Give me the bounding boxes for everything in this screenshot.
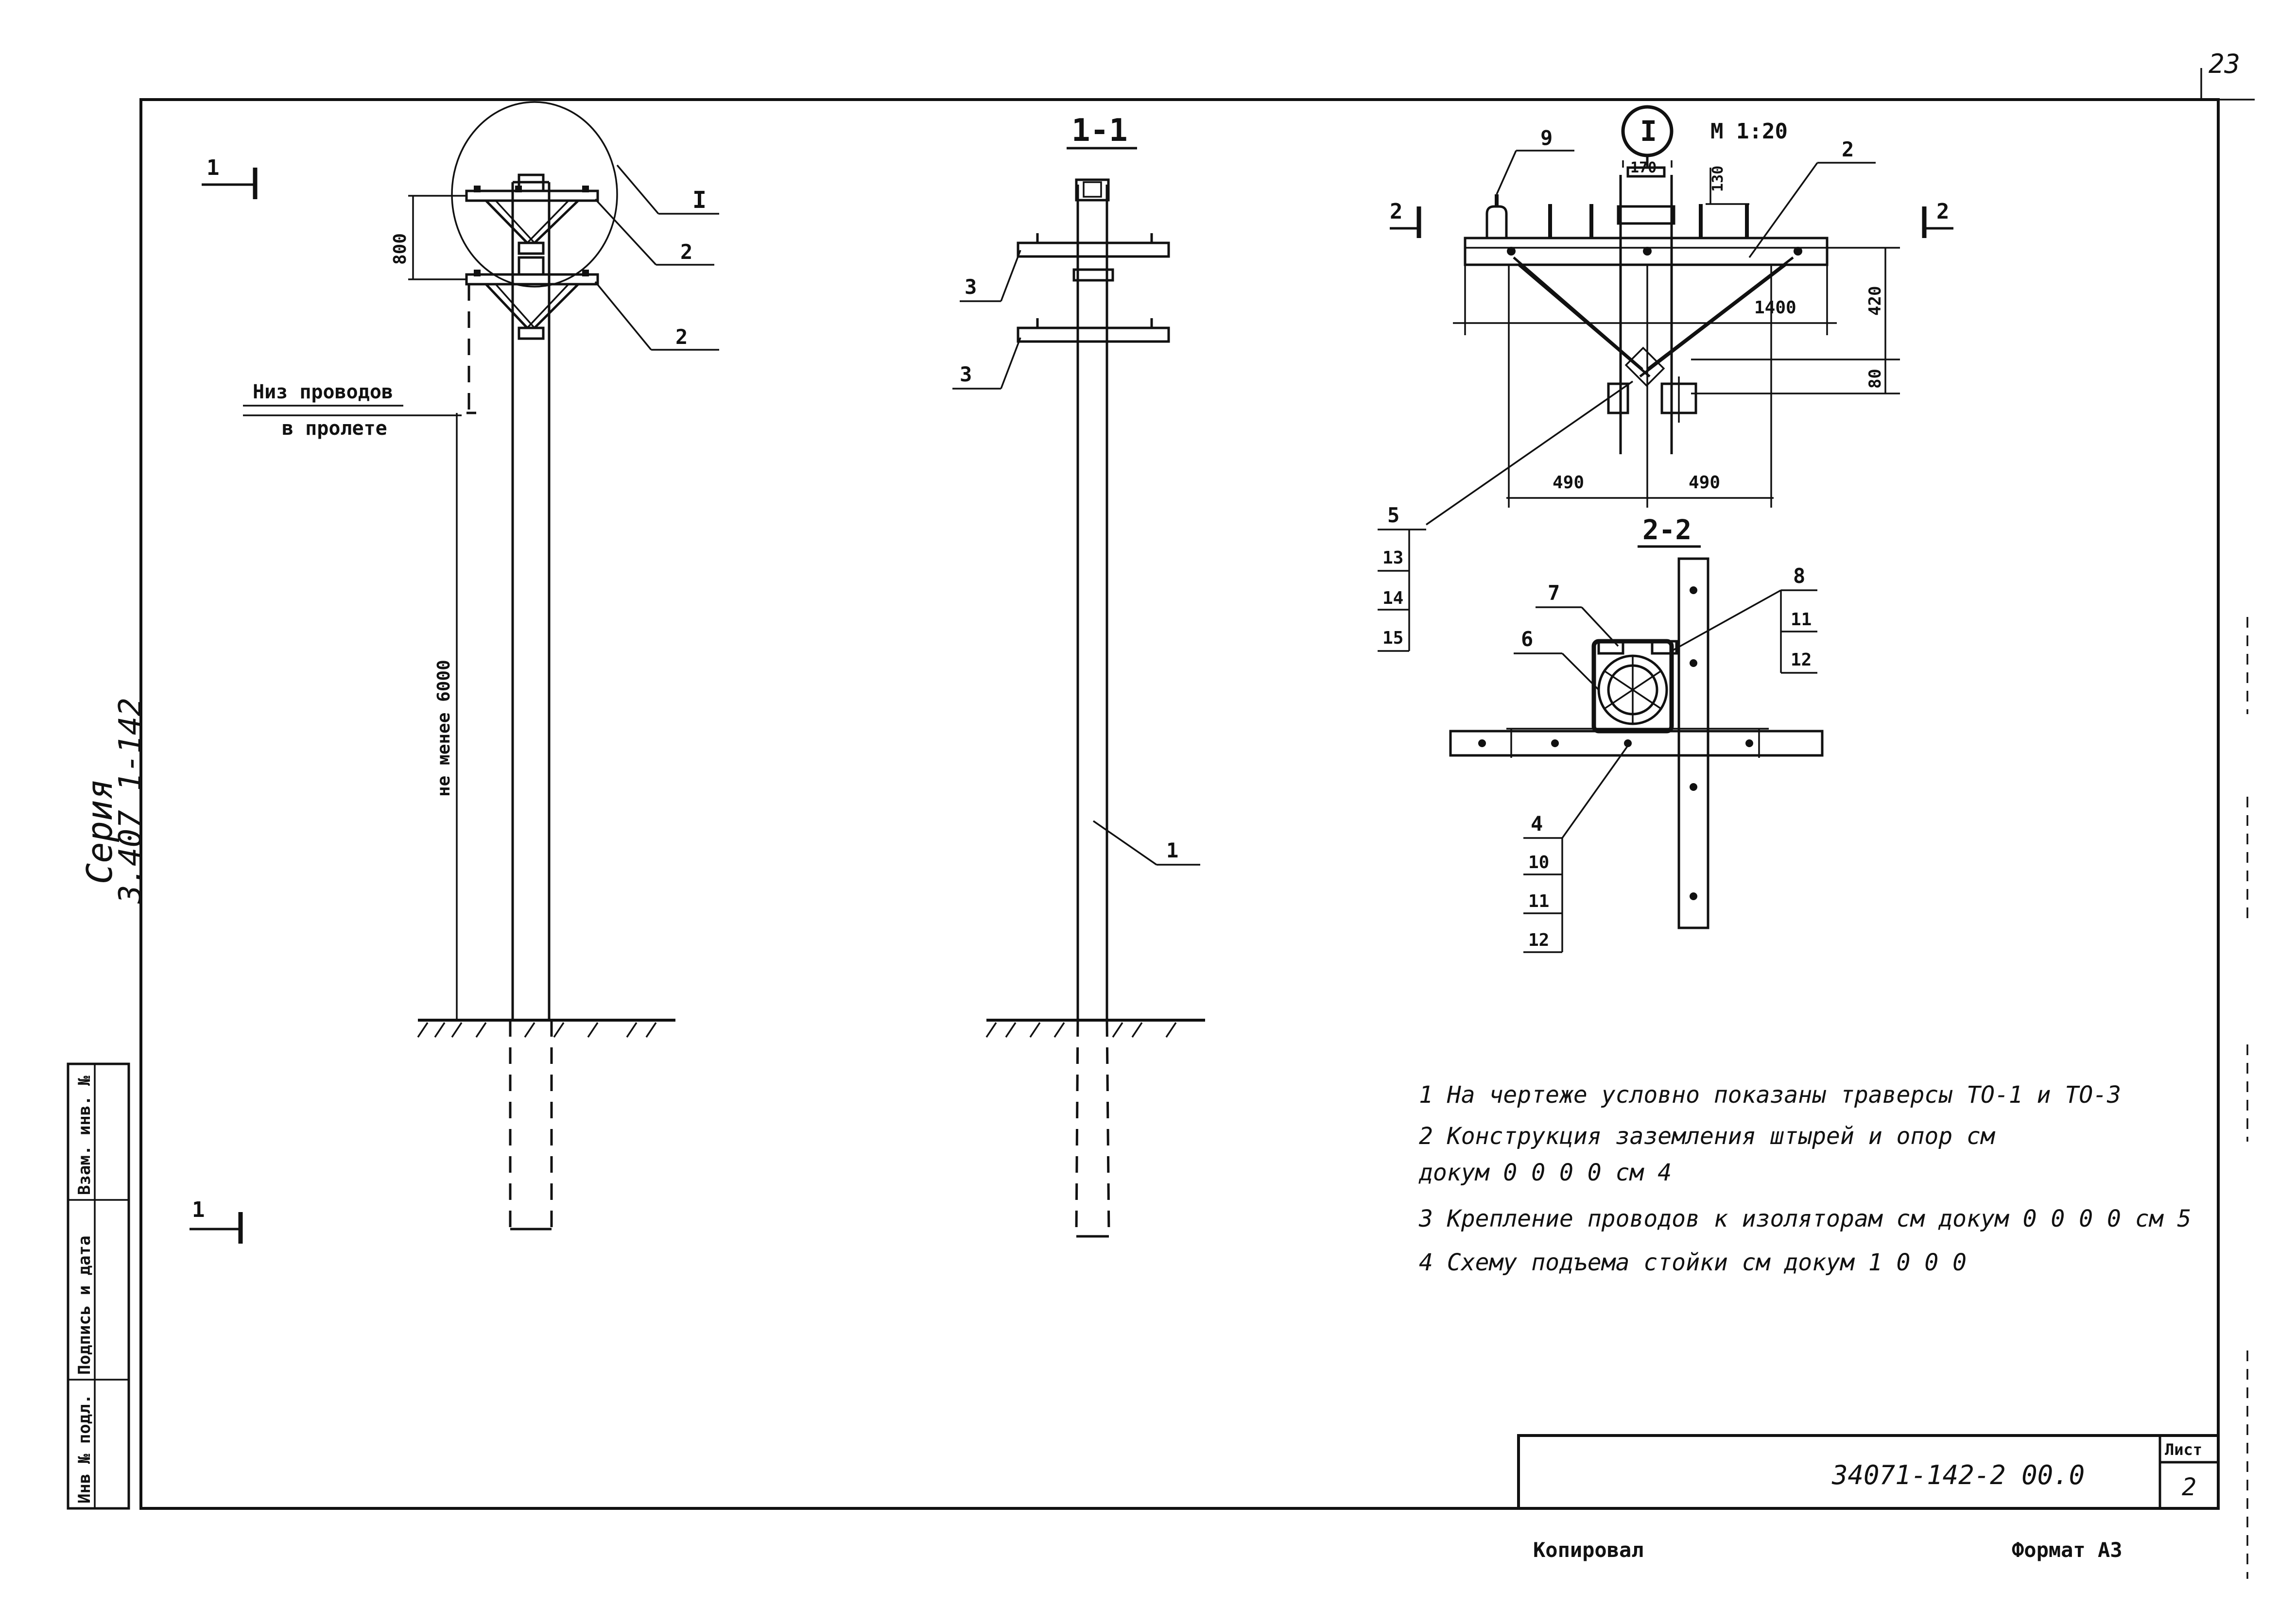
callout-5-ref-15: 15 bbox=[1382, 628, 1403, 648]
insulator-pins bbox=[1485, 194, 1749, 238]
callout-4-ref-11: 11 bbox=[1528, 891, 1549, 911]
dim-1400: 1400 bbox=[1754, 298, 1796, 318]
notes-block: 1 На чертеже условно показаны траверсы Т… bbox=[1418, 1081, 2191, 1276]
section-2-2-title: 2-2 bbox=[1642, 514, 1692, 546]
note-4: 4 Схему подъема стойки см докум 1 0 0 0 bbox=[1419, 1249, 1967, 1276]
section-mark-bottom: 1 bbox=[190, 1197, 243, 1244]
section-1-1-leader-3-upper: 3 bbox=[965, 275, 977, 299]
wire-note-line1: Низ проводов bbox=[253, 381, 393, 403]
note-2-cont: докум 0 0 0 0 см 4 bbox=[1418, 1159, 1672, 1186]
callout-5-ref-13: 13 bbox=[1382, 548, 1403, 568]
wire-note-line2: в пролете bbox=[282, 417, 387, 440]
section-1-1-title: 1-1 bbox=[1071, 113, 1128, 149]
callout-4: 4 bbox=[1531, 812, 1543, 836]
section-1-1-crossarm-upper bbox=[1017, 241, 1170, 258]
dim-80: 80 bbox=[1865, 369, 1885, 389]
section-2-2-view: 2-2 7 6 8 bbox=[1449, 514, 1824, 953]
doc-code: 34071-142-2 00.0 bbox=[1831, 1460, 2085, 1490]
callout-8: 8 bbox=[1793, 564, 1805, 588]
svg-text:1: 1 bbox=[207, 155, 220, 180]
detail-i-scale: М 1:20 bbox=[1710, 119, 1788, 144]
section-mark-top: 1 bbox=[202, 155, 258, 199]
section-2-2-leader-7: 7 bbox=[1548, 581, 1560, 605]
section-2-2-vertical-board bbox=[1677, 557, 1709, 929]
dim-800: 800 bbox=[390, 233, 410, 265]
section-1-1-crossarm-lower bbox=[1017, 326, 1170, 343]
stamp-vzam: Взам. инв. № bbox=[75, 1076, 94, 1195]
ground-hatch bbox=[417, 1022, 657, 1038]
detail-crossarm bbox=[1464, 237, 1829, 266]
main-leader-2-lower: 2 bbox=[675, 325, 688, 349]
dim-170: 170 bbox=[1630, 159, 1657, 176]
note-1: 1 На чертеже условно показаны траверсы Т… bbox=[1419, 1081, 2121, 1109]
detail-circle bbox=[451, 101, 618, 288]
series-side-label: Серия 3.407 1-142 bbox=[79, 698, 149, 904]
callout-4-ref-12: 12 bbox=[1528, 930, 1549, 950]
callout-8-ref-11: 11 bbox=[1791, 610, 1812, 630]
section-2-2-horizontal-board bbox=[1449, 730, 1824, 757]
section-1-1-leader-1: 1 bbox=[1166, 838, 1178, 862]
sheet-number: 2 bbox=[2182, 1473, 2196, 1501]
series-label: Серия bbox=[79, 779, 120, 884]
copied-by: Копировал bbox=[1533, 1538, 1644, 1562]
callout-5-ref-14: 14 bbox=[1382, 588, 1403, 608]
callout-4-ref-10: 10 bbox=[1528, 853, 1549, 872]
dim-490-right: 490 bbox=[1689, 473, 1720, 493]
sheet-label: Лист bbox=[2165, 1440, 2202, 1459]
dim-130: 130 bbox=[1709, 166, 1726, 192]
series-number: 3.407 1-142 bbox=[113, 698, 149, 904]
detail-i-mark: I bbox=[1640, 115, 1657, 148]
pole-clamp bbox=[1591, 639, 1674, 734]
sheet-frame bbox=[139, 98, 2220, 1510]
detail-mark-label: I bbox=[692, 187, 707, 214]
note-3: 3 Крепление проводов к изоляторам см док… bbox=[1418, 1205, 2191, 1232]
left-stamp-strip: Инв № подл. Подпись и дата Взам. инв. № bbox=[67, 1062, 130, 1510]
stamp-podpis: Подпись и дата bbox=[75, 1235, 94, 1375]
main-leader-2-upper: 2 bbox=[680, 240, 692, 264]
section-1-1-leader-3-lower: 3 bbox=[960, 362, 972, 386]
format-label: Формат А3 bbox=[2012, 1538, 2123, 1562]
page-number: 23 bbox=[2209, 49, 2240, 79]
detail-leader-2: 2 bbox=[1842, 137, 1854, 161]
dim-490-left: 490 bbox=[1553, 473, 1584, 493]
main-pole-view: 1 1 I bbox=[190, 101, 719, 1244]
upper-crossarm bbox=[465, 189, 599, 202]
callout-8-ref-12: 12 bbox=[1791, 650, 1812, 670]
section-2-2-leader-6: 6 bbox=[1521, 627, 1533, 651]
dim-420: 420 bbox=[1865, 286, 1885, 316]
section-1-1-view: 1-1 3 3 1 bbox=[952, 113, 1205, 1238]
note-2: 2 Конструкция заземления штырей и опор с… bbox=[1419, 1123, 1996, 1150]
dim-height: не менее 6000 bbox=[434, 660, 454, 797]
detail-leader-9: 9 bbox=[1540, 126, 1553, 150]
detail-i-view: I М 1:20 2 2 170 bbox=[1378, 105, 1953, 652]
svg-text:2: 2 bbox=[1936, 199, 1950, 224]
title-block: 34071-142-2 00.0 Лист 2 Копировал Формат… bbox=[1517, 1434, 2220, 1562]
svg-text:2: 2 bbox=[1390, 199, 1403, 224]
svg-text:1: 1 bbox=[192, 1197, 205, 1222]
stamp-inv-podl: Инв № подл. bbox=[75, 1394, 94, 1504]
callout-5: 5 bbox=[1387, 503, 1399, 527]
lower-crossarm bbox=[465, 273, 599, 286]
